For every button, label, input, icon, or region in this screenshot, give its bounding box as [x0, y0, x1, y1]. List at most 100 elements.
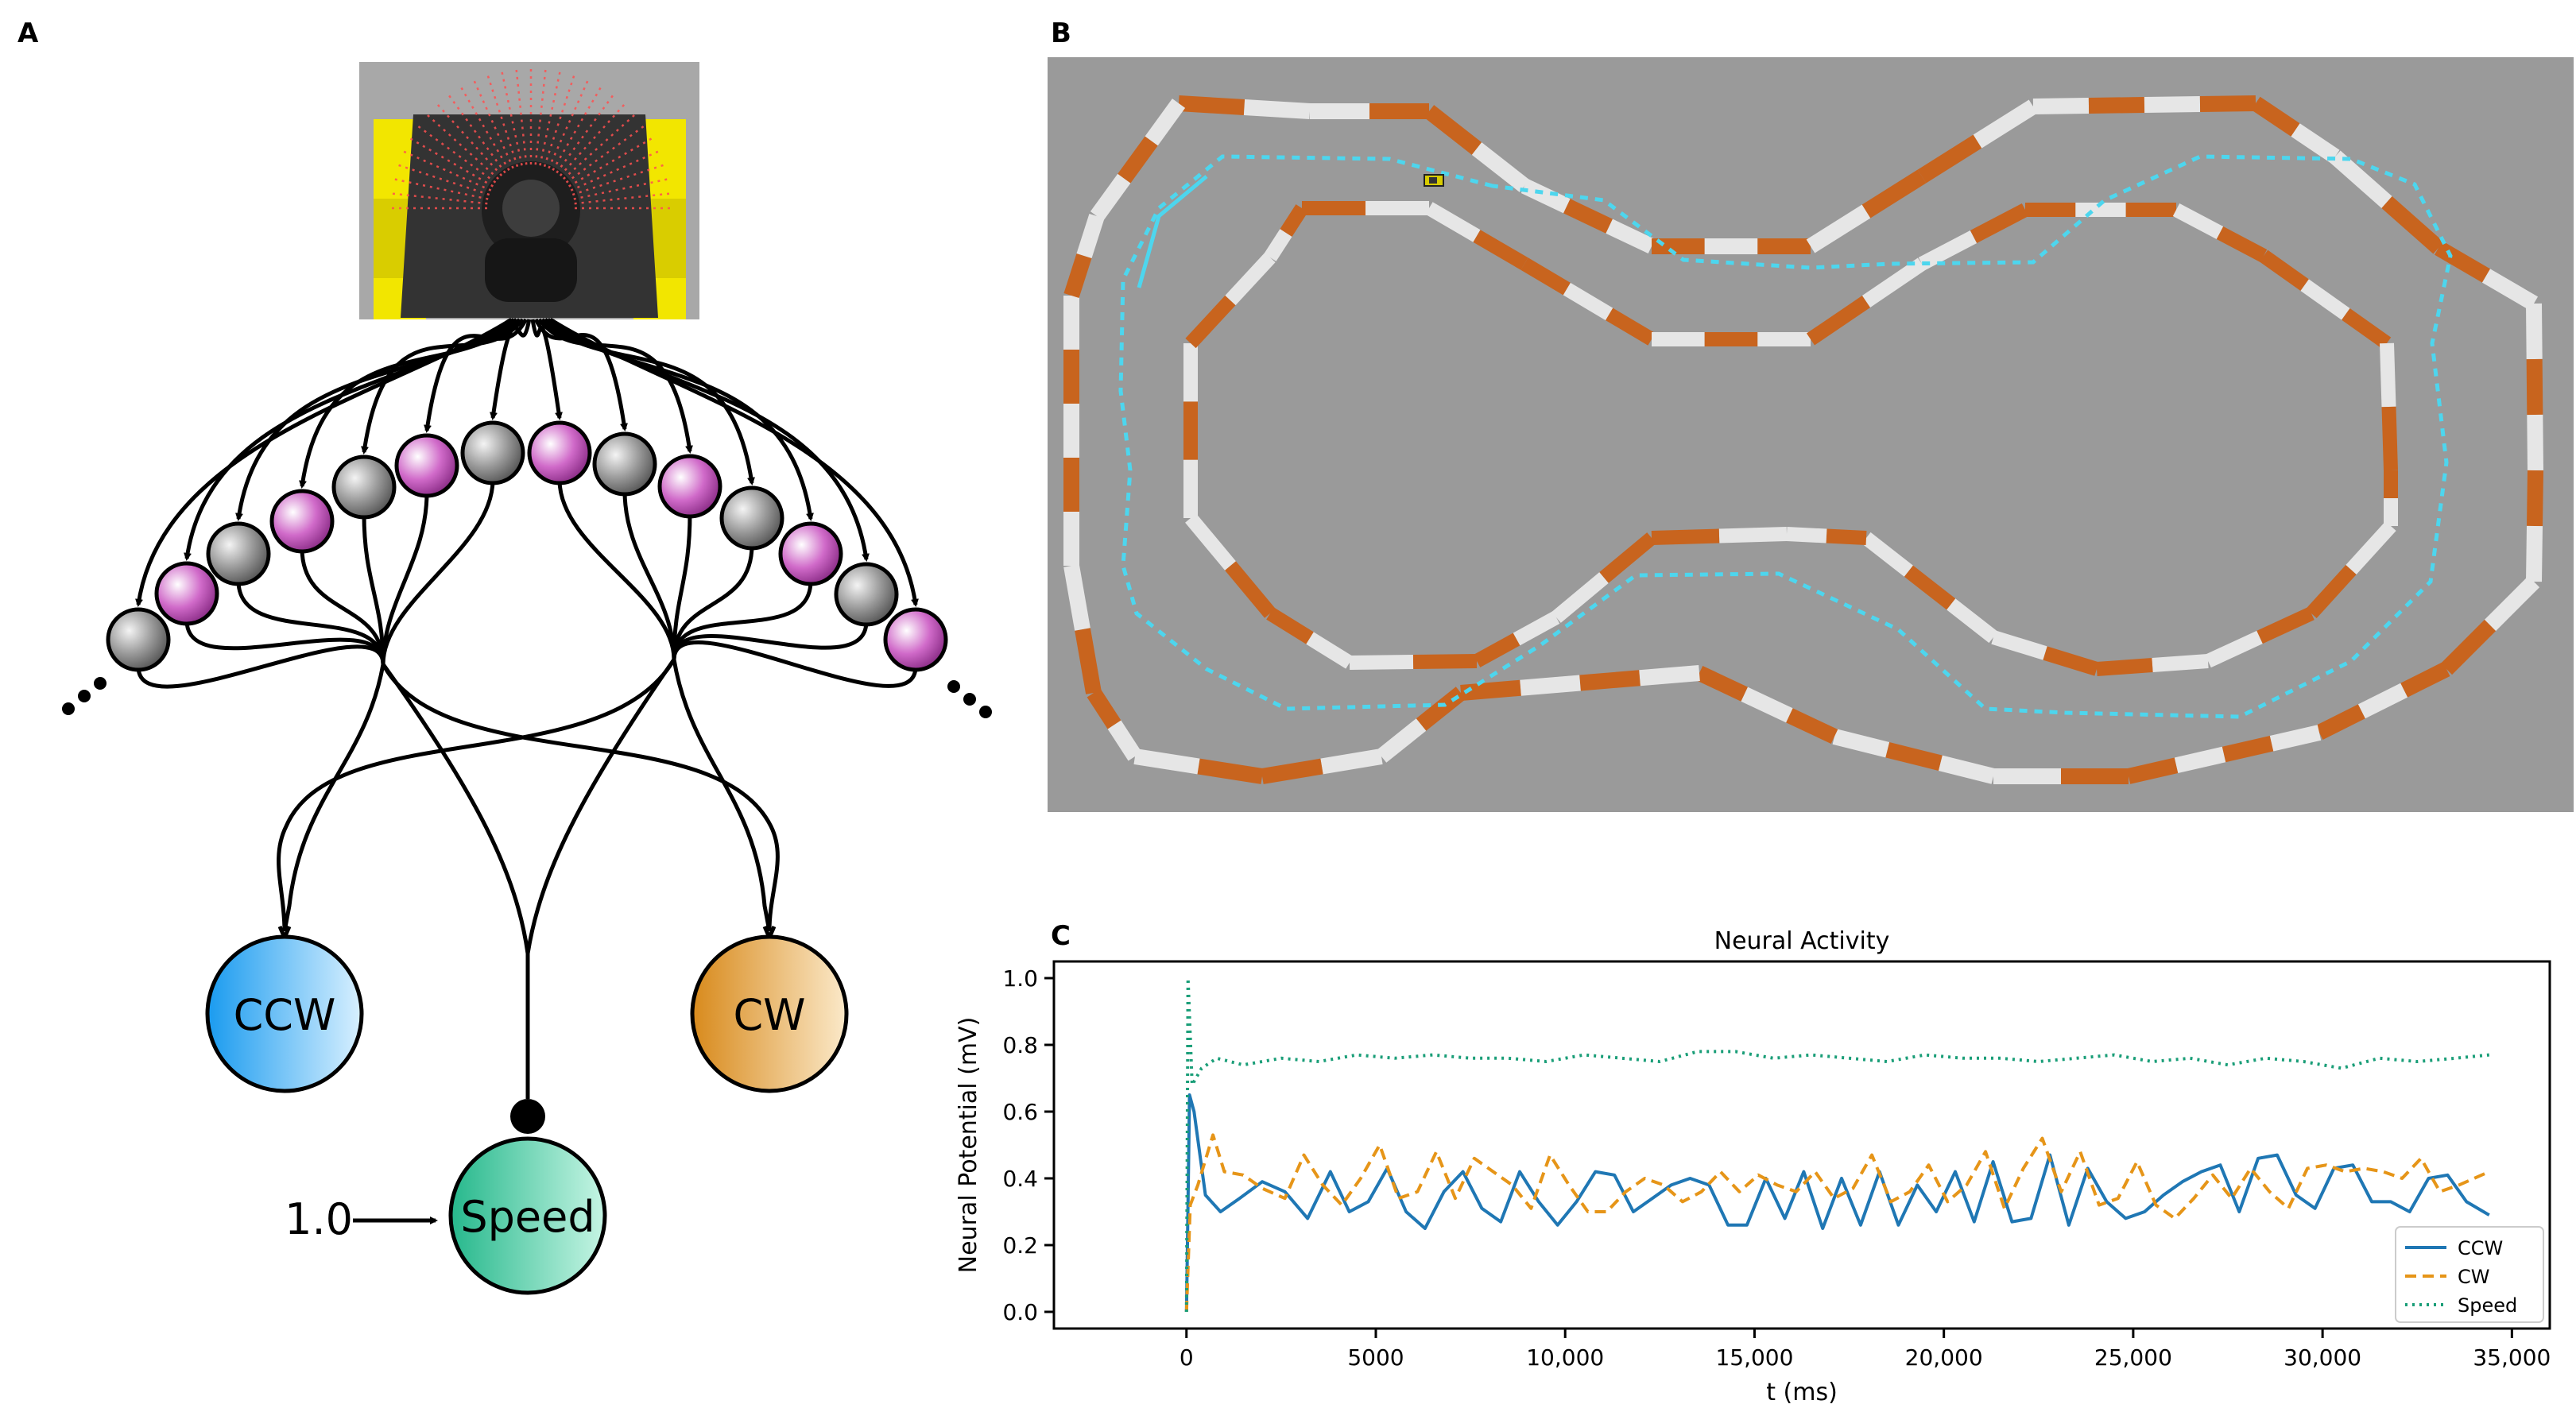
cw-label: CW	[733, 990, 805, 1040]
track-barrier	[1320, 748, 1383, 775]
track-barrier	[1376, 718, 1427, 763]
y-tick-label: 0.4	[1002, 1166, 1038, 1192]
series-line-speed	[1184, 977, 2489, 1313]
track-barrier	[2256, 606, 2315, 644]
speed-label: Speed	[460, 1192, 595, 1242]
track-barrier	[1225, 561, 1276, 618]
track-barrier	[1185, 295, 1236, 349]
excitatory-neuron	[154, 561, 219, 626]
x-tick-label: 5000	[1347, 1344, 1404, 1371]
track-barrier	[1826, 528, 1867, 545]
track-barrier	[1063, 564, 1090, 631]
ellipsis-left	[62, 677, 107, 715]
track-barrier	[1786, 708, 1838, 745]
track-barrier	[2526, 303, 2543, 360]
track-barrier	[2481, 269, 2539, 311]
robot-trajectory	[1118, 154, 2453, 719]
plot-area	[1052, 960, 2551, 1330]
series-line-ccw	[1184, 1093, 2490, 1313]
track-barrier	[1904, 565, 1956, 610]
track-barrier	[2306, 564, 2357, 619]
track-barrier	[1185, 513, 1236, 571]
track-barrier	[1076, 213, 1105, 259]
track-barrier	[2434, 241, 2491, 283]
track-barrier	[2199, 95, 2256, 112]
inhibitory-neuron	[719, 485, 784, 551]
x-tick-label: 15,000	[1715, 1344, 1793, 1371]
track-barrier	[2526, 525, 2543, 582]
panel-b-label: B	[1051, 17, 1071, 49]
track-barrier	[1639, 665, 1700, 687]
track-barrier	[1471, 142, 1530, 192]
track-barrier	[1718, 527, 1788, 543]
track-barrier	[1970, 203, 2029, 243]
track-barrier	[1178, 95, 1245, 115]
track-barrier	[1806, 204, 1871, 253]
chart-title: Neural Activity	[1714, 927, 1890, 955]
robot-marker	[1424, 174, 1444, 187]
x-tick-label: 35,000	[2473, 1344, 2551, 1371]
ccw-label: CCW	[234, 990, 336, 1040]
track-barrier	[1118, 136, 1158, 184]
track-barrier	[1243, 99, 1311, 119]
x-tick-label: 0	[1180, 1344, 1194, 1371]
excitatory-neuron	[883, 607, 948, 672]
track-barrier	[1832, 729, 1890, 758]
track-barrier	[1133, 748, 1200, 775]
track-barrier	[2381, 196, 2444, 254]
track-barrier	[1861, 532, 1913, 577]
track-barrier	[1520, 675, 1581, 696]
track-barrier	[1306, 632, 1354, 669]
track-barrier	[1938, 755, 1996, 784]
track-barrier	[2222, 736, 2274, 763]
track-barrier	[1520, 178, 1571, 214]
track-barrier	[1695, 665, 1748, 702]
track-barrier	[1280, 204, 1308, 237]
chart-legend	[2395, 1226, 2544, 1323]
excitatory-neuron	[394, 433, 459, 498]
track-barrier	[1551, 572, 1609, 623]
track-barrier	[1520, 257, 1571, 296]
track-barrier	[2251, 96, 2300, 137]
track-barrier	[1412, 654, 1478, 669]
track-barrier	[2216, 226, 2268, 262]
track-barrier	[1473, 632, 1520, 667]
track-barrier	[1349, 655, 1414, 670]
panel-c-label: C	[1051, 920, 1071, 952]
inhibitory-neuron	[460, 420, 525, 485]
speed-neuron: Speed	[448, 1136, 607, 1295]
inhibitory-neuron	[592, 431, 657, 497]
track-barrier	[2400, 662, 2450, 698]
track-barrier	[2174, 746, 2226, 773]
track-barrier	[2330, 150, 2392, 208]
track-barrier	[1087, 688, 1121, 729]
track-barrier	[2440, 619, 2497, 675]
y-tick-label: 1.0	[1002, 965, 1038, 992]
track-simulation	[1048, 57, 2574, 812]
track-barrier	[1918, 230, 1978, 270]
inhibitory-neuron	[331, 455, 397, 520]
track-barrier	[2484, 575, 2540, 632]
x-tick-label: 30,000	[2284, 1344, 2361, 1371]
track-barrier	[1861, 257, 1927, 308]
track-barrier	[2269, 725, 2322, 752]
track-barrier	[2380, 342, 2396, 408]
x-axis-label: t (ms)	[1766, 1379, 1838, 1406]
panel-a-label: A	[17, 17, 39, 49]
y-tick-label: 0.6	[1002, 1099, 1038, 1125]
track-barrier	[1424, 105, 1482, 155]
track-barrier	[1513, 611, 1560, 646]
track-barrier	[2346, 520, 2396, 575]
track-barrier	[1861, 169, 1927, 219]
cw-neuron: CW	[690, 934, 849, 1093]
track-barrier	[2381, 406, 2398, 471]
bias-input-label: 1.0	[285, 1194, 353, 1244]
legend-label: CW	[2458, 1266, 2490, 1288]
track-barrier	[2088, 97, 2145, 114]
track-barrier	[1563, 199, 1613, 234]
legend-label: Speed	[2458, 1294, 2517, 1317]
track-barrier	[1460, 679, 1521, 701]
track-barrier	[1606, 219, 1656, 254]
track-barrier	[1599, 532, 1656, 583]
